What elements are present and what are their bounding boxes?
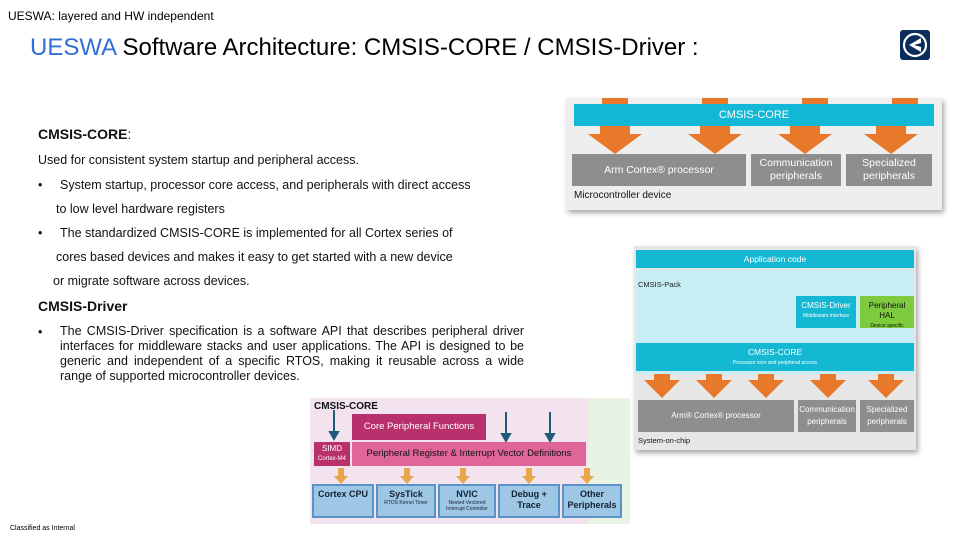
core-heading-colon: : bbox=[127, 126, 132, 142]
cmsis-pack-diagram: Application code CMSIS-Pack CMSIS-Driver… bbox=[634, 246, 916, 450]
peripheral-hal-label: Peripheral HAL bbox=[868, 301, 906, 320]
bullet-marker: • bbox=[38, 178, 43, 192]
core-heading-text: CMSIS-CORE bbox=[38, 126, 128, 142]
cmsis-core-detail-label: CMSIS-CORE bbox=[314, 401, 378, 412]
cmsis-core-sub: Processor core and peripheral access bbox=[733, 360, 817, 366]
systick-block: SysTick RTOS Kernel Timer bbox=[376, 484, 436, 518]
cmsis-core-diagram: CMSIS-CORE Arm Cortex® processor Communi… bbox=[566, 98, 942, 210]
core-bullet-2-line-3: or migrate software across devices. bbox=[53, 274, 250, 288]
bullet-marker: • bbox=[38, 325, 43, 339]
arrow-decorations bbox=[644, 374, 904, 398]
cortex-cpu-block: Cortex CPU bbox=[312, 484, 374, 518]
cmsis-core-label: CMSIS-CORE bbox=[747, 347, 803, 357]
core-bullet-2-line-2: cores based devices and makes it easy to… bbox=[56, 250, 453, 264]
arrow-decorations bbox=[328, 410, 594, 484]
specialized-peripherals-block: Specialized peripherals bbox=[846, 154, 932, 186]
bullet-marker: • bbox=[38, 226, 43, 240]
slide-title: UESWA Software Architecture: CMSIS-CORE … bbox=[30, 34, 699, 62]
core-bullet-1-line-2: to low level hardware registers bbox=[56, 202, 225, 216]
arm-processor-block: Arm® Cortex® processor bbox=[638, 400, 794, 432]
systick-sub: RTOS Kernel Timer bbox=[384, 500, 428, 506]
title-rest: Software Architecture: CMSIS-CORE / CMSI… bbox=[122, 34, 699, 61]
cmsis-core-block: CMSIS-CORE Processor core and peripheral… bbox=[636, 343, 914, 371]
arrow-decorations bbox=[588, 98, 918, 154]
communication-peripherals-block: Communication peripherals bbox=[751, 154, 841, 186]
specialized-peripherals-block: Specialized peripherals bbox=[860, 400, 914, 432]
driver-heading: CMSIS-Driver bbox=[38, 298, 128, 314]
slide-topline: UESWA: layered and HW independent bbox=[8, 9, 214, 23]
simd-sub: Cortex-M4 bbox=[317, 456, 346, 462]
communication-peripherals-block: Communication peripherals bbox=[798, 400, 856, 432]
simd-label: SIMD bbox=[322, 444, 342, 453]
cmsis-pack-label: CMSIS-Pack bbox=[638, 280, 681, 289]
cmsis-driver-label: CMSIS-Driver bbox=[801, 301, 851, 310]
title-brand: UESWA bbox=[30, 34, 116, 61]
electrolux-logo-icon bbox=[900, 30, 930, 60]
cmsis-core-bar: CMSIS-CORE bbox=[574, 104, 934, 126]
core-bullet-1-line-1: System startup, processor core access, a… bbox=[60, 178, 471, 192]
core-bullet-2-line-1: The standardized CMSIS-CORE is implement… bbox=[60, 226, 453, 240]
application-code-bar: Application code bbox=[636, 250, 914, 268]
arm-processor-block: Arm Cortex® processor bbox=[572, 154, 746, 186]
system-on-chip-label: System-on-chip bbox=[638, 436, 691, 445]
cmsis-driver-block: CMSIS-Driver Middleware interface bbox=[796, 296, 856, 328]
microcontroller-label: Microcontroller device bbox=[574, 190, 672, 201]
peripheral-hal-block: Peripheral HAL Device specific bbox=[860, 296, 914, 329]
cmsis-driver-sub: Middleware interface bbox=[802, 313, 850, 319]
peripheral-register-block: Peripheral Register & Interrupt Vector D… bbox=[352, 442, 586, 466]
simd-block: SIMD Cortex-M4 bbox=[314, 442, 350, 466]
core-heading: CMSIS-CORE: bbox=[38, 126, 131, 142]
debug-trace-block: Debug + Trace bbox=[498, 484, 560, 518]
driver-bullet-1: The CMSIS-Driver specification is a soft… bbox=[60, 324, 524, 383]
systick-label: SysTick bbox=[389, 489, 423, 499]
core-intro: Used for consistent system startup and p… bbox=[38, 153, 359, 167]
core-peripheral-functions-block: Core Peripheral Functions bbox=[352, 414, 486, 440]
cmsis-core-detail-diagram: CMSIS-CORE Core Peripheral Functions SIM… bbox=[310, 398, 630, 524]
nvic-block: NVIC Nested Vectored Interrupt Controlle… bbox=[438, 484, 496, 518]
peripheral-hal-sub: Device specific bbox=[870, 323, 904, 329]
classification-label: Classified as Internal bbox=[10, 525, 75, 532]
nvic-label: NVIC bbox=[456, 489, 478, 499]
other-peripherals-block: Other Peripherals bbox=[562, 484, 622, 518]
nvic-sub: Nested Vectored Interrupt Controller bbox=[446, 500, 488, 512]
